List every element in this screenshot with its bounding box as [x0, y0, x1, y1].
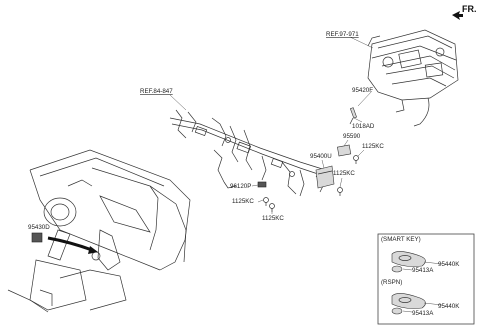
part-1125KC-a-label: 1125KC [362, 143, 384, 150]
smart-key-fob-label: 95440K [438, 261, 460, 268]
rspn-fob-label: 95440K [438, 303, 460, 310]
bolt-1125KC-c-drawing [263, 197, 269, 206]
part-1125KC-c-label: 1125KC [232, 198, 254, 205]
coin-battery-icon [391, 265, 403, 273]
part-95430D-drawing [31, 232, 98, 254]
smart-key-title: (SMART KEY) [381, 236, 421, 243]
ref-cowl-label: REF.84-847 [140, 88, 173, 95]
coin-battery-icon [391, 307, 403, 315]
rspn-battery-label: 95413A [412, 310, 434, 317]
dashboard-interior-drawing [7, 149, 191, 313]
key-fob-icon [391, 293, 426, 309]
part-95400U-drawing [315, 165, 335, 189]
arrow-icon [452, 11, 463, 20]
bolt-1125KC-b-drawing [337, 187, 343, 196]
part-95590-drawing [337, 144, 352, 157]
smart-key-battery-label: 95413A [412, 267, 434, 274]
part-95400U-label: 95400U [310, 153, 332, 160]
bolt-1125KC-a-drawing [353, 155, 359, 164]
rspn-title: (RSPN) [381, 279, 402, 286]
key-panel: (SMART KEY) 95440K 95413A (RSPN) 95440K … [377, 233, 475, 325]
part-1125KC-d-label: 1125KC [262, 215, 284, 222]
direction-indicator: FR. [452, 4, 477, 20]
part-1125KC-b-label: 1125KC [333, 170, 355, 177]
part-1018AD-label: 1018AD [352, 123, 375, 130]
key-fob-icon [391, 251, 426, 267]
part-96120P-label: 96120P [230, 183, 251, 190]
direction-label: FR. [462, 4, 477, 14]
part-95420F-label: 95420F [352, 87, 373, 94]
part-96120P-drawing [257, 181, 267, 188]
hvac-module-drawing [367, 29, 459, 127]
ref-hvac-label: REF.97-971 [326, 31, 359, 38]
part-95420F-drawing [349, 107, 357, 125]
part-95430D-label: 95430D [28, 224, 50, 231]
part-95590-label: 95590 [343, 133, 361, 140]
